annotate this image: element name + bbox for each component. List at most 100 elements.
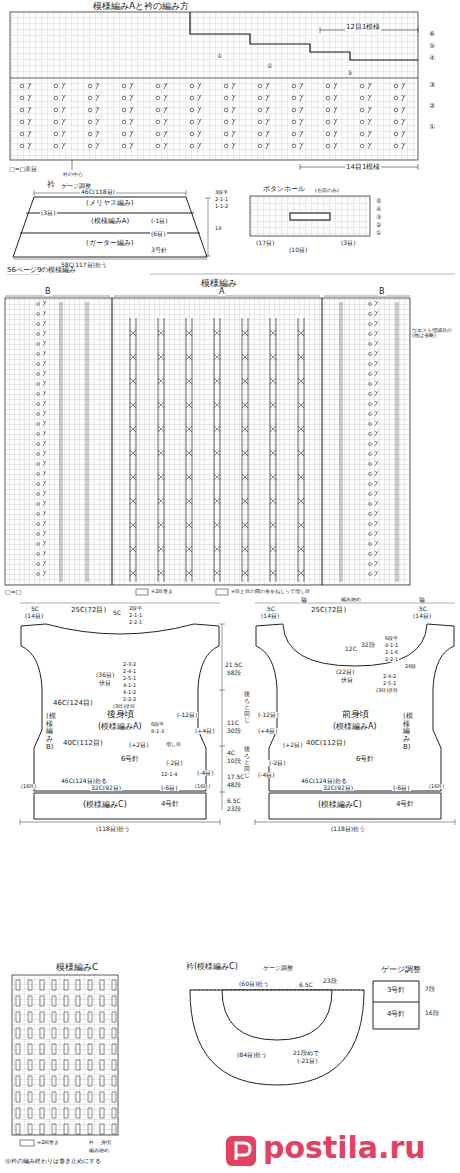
chart-label: 32段 xyxy=(360,642,376,648)
decrease-symbol xyxy=(368,119,371,125)
chart-label: 23段 xyxy=(322,978,338,984)
chart-label: □=□表目 xyxy=(8,166,38,172)
yarn-over-symbol xyxy=(369,553,372,556)
chart-label: ⑥ xyxy=(428,31,436,38)
wrap-symbol xyxy=(16,1108,20,1118)
decrease-symbol xyxy=(368,131,371,137)
decrease-symbol xyxy=(130,131,133,137)
cross-symbol xyxy=(158,498,164,504)
yarn-over-symbol xyxy=(37,353,40,356)
decrease-symbol xyxy=(28,143,31,149)
chart-rule xyxy=(10,78,418,79)
cross-symbol xyxy=(214,330,220,336)
cross-symbol xyxy=(242,546,248,552)
wrap-symbol xyxy=(28,996,32,1006)
decrease-symbol xyxy=(266,131,269,137)
yarn-over-symbol xyxy=(37,323,40,326)
chart-label: (118目)拾う xyxy=(330,826,366,832)
decrease-symbol xyxy=(43,381,46,386)
chart-label: 2-1-1 xyxy=(128,613,143,618)
legend-symbol xyxy=(216,589,228,595)
chart-label: (3目) xyxy=(40,210,57,216)
wrap-symbol xyxy=(52,1092,56,1102)
chart-label: 2-4-1 xyxy=(122,669,137,674)
ribbing-band: (模様編みC)4号針 xyxy=(20,792,220,820)
chart-label: (3目)伏目 xyxy=(112,704,136,709)
decrease-symbol xyxy=(198,107,201,113)
decrease-symbol xyxy=(334,107,337,113)
wrap-symbol xyxy=(28,1108,32,1118)
chart-label: (60目)拾う xyxy=(238,981,270,987)
decrease-symbol xyxy=(96,119,99,125)
purl-line xyxy=(86,302,87,582)
decrease-symbol xyxy=(96,131,99,137)
yarn-over-symbol xyxy=(224,96,228,100)
decrease-symbol xyxy=(43,341,46,346)
decrease-symbol xyxy=(164,143,167,149)
chart-label: ㊟衿の編み終わりは巻き止めにする xyxy=(4,1158,102,1164)
chart-label: 8-1-3 xyxy=(150,729,165,734)
chart-label: 25C(72目) xyxy=(310,607,347,614)
wrap-symbol xyxy=(112,1012,116,1022)
wrap-symbol xyxy=(76,1076,80,1086)
decrease-symbol xyxy=(62,107,65,113)
decrease-symbol xyxy=(43,521,46,526)
chart-label: 30段 xyxy=(226,728,242,734)
cross-symbol xyxy=(158,330,164,336)
yarn-over-symbol xyxy=(190,84,194,88)
chart-label: 2-3-2 xyxy=(122,662,137,667)
purl-line xyxy=(342,302,343,582)
decrease-symbol xyxy=(43,331,46,336)
yarn-over-symbol xyxy=(190,96,194,100)
yarn-over-symbol xyxy=(394,84,398,88)
decrease-symbol xyxy=(43,421,46,426)
yarn-over-symbol xyxy=(369,373,372,376)
chart-label: ⑤ xyxy=(428,43,436,50)
cross-symbol xyxy=(130,378,136,384)
cross-symbol xyxy=(298,402,304,408)
decrease-symbol xyxy=(198,119,201,125)
yarn-over-symbol xyxy=(88,132,92,136)
yarn-over-symbol xyxy=(258,120,262,124)
decrease-symbol xyxy=(62,119,65,125)
cross-symbol xyxy=(242,354,248,360)
decrease-symbol xyxy=(375,351,378,356)
cross-symbol xyxy=(158,354,164,360)
node-text: (模様編みC) xyxy=(82,801,128,809)
decrease-symbol xyxy=(43,451,46,456)
legend-symbol xyxy=(136,589,148,595)
chart-label: ① xyxy=(216,53,223,59)
cross-symbol xyxy=(214,354,220,360)
yarn-over-symbol xyxy=(394,144,398,148)
node-text: 6号針 xyxy=(355,756,375,763)
decrease-symbol xyxy=(375,391,378,396)
wrap-symbol xyxy=(112,1028,116,1038)
watermark-logo xyxy=(226,1136,256,1166)
cross-symbol xyxy=(298,378,304,384)
cross-symbol xyxy=(130,354,136,360)
node-text: (模様編みA) xyxy=(90,218,130,225)
wrap-symbol xyxy=(112,1124,116,1134)
decrease-symbol xyxy=(375,411,378,416)
chart-label: (3目) xyxy=(340,240,357,246)
wrap-symbol xyxy=(64,1076,68,1086)
shape-path xyxy=(256,624,454,791)
chart-label: □=□ xyxy=(4,589,22,595)
decrease-symbol xyxy=(43,511,46,516)
yarn-over-symbol xyxy=(190,144,194,148)
yarn-over-symbol xyxy=(190,108,194,112)
chart-label: ゲージ調整 xyxy=(262,965,294,971)
yarn-over-symbol xyxy=(37,563,40,566)
wrap-symbol xyxy=(64,1124,68,1134)
yarn-over-symbol xyxy=(37,523,40,526)
chart-label: 40C(112目) xyxy=(305,740,347,747)
chart-label: (+4目) xyxy=(257,728,279,734)
yarn-over-symbol xyxy=(37,313,40,316)
cross-symbol xyxy=(214,546,220,552)
yarn-over-symbol xyxy=(224,144,228,148)
yarn-over-symbol xyxy=(20,84,24,88)
chart-label: ④ xyxy=(428,55,436,62)
cross-symbol xyxy=(270,378,276,384)
decrease-symbol xyxy=(368,107,371,113)
wrap-symbol xyxy=(64,1012,68,1022)
